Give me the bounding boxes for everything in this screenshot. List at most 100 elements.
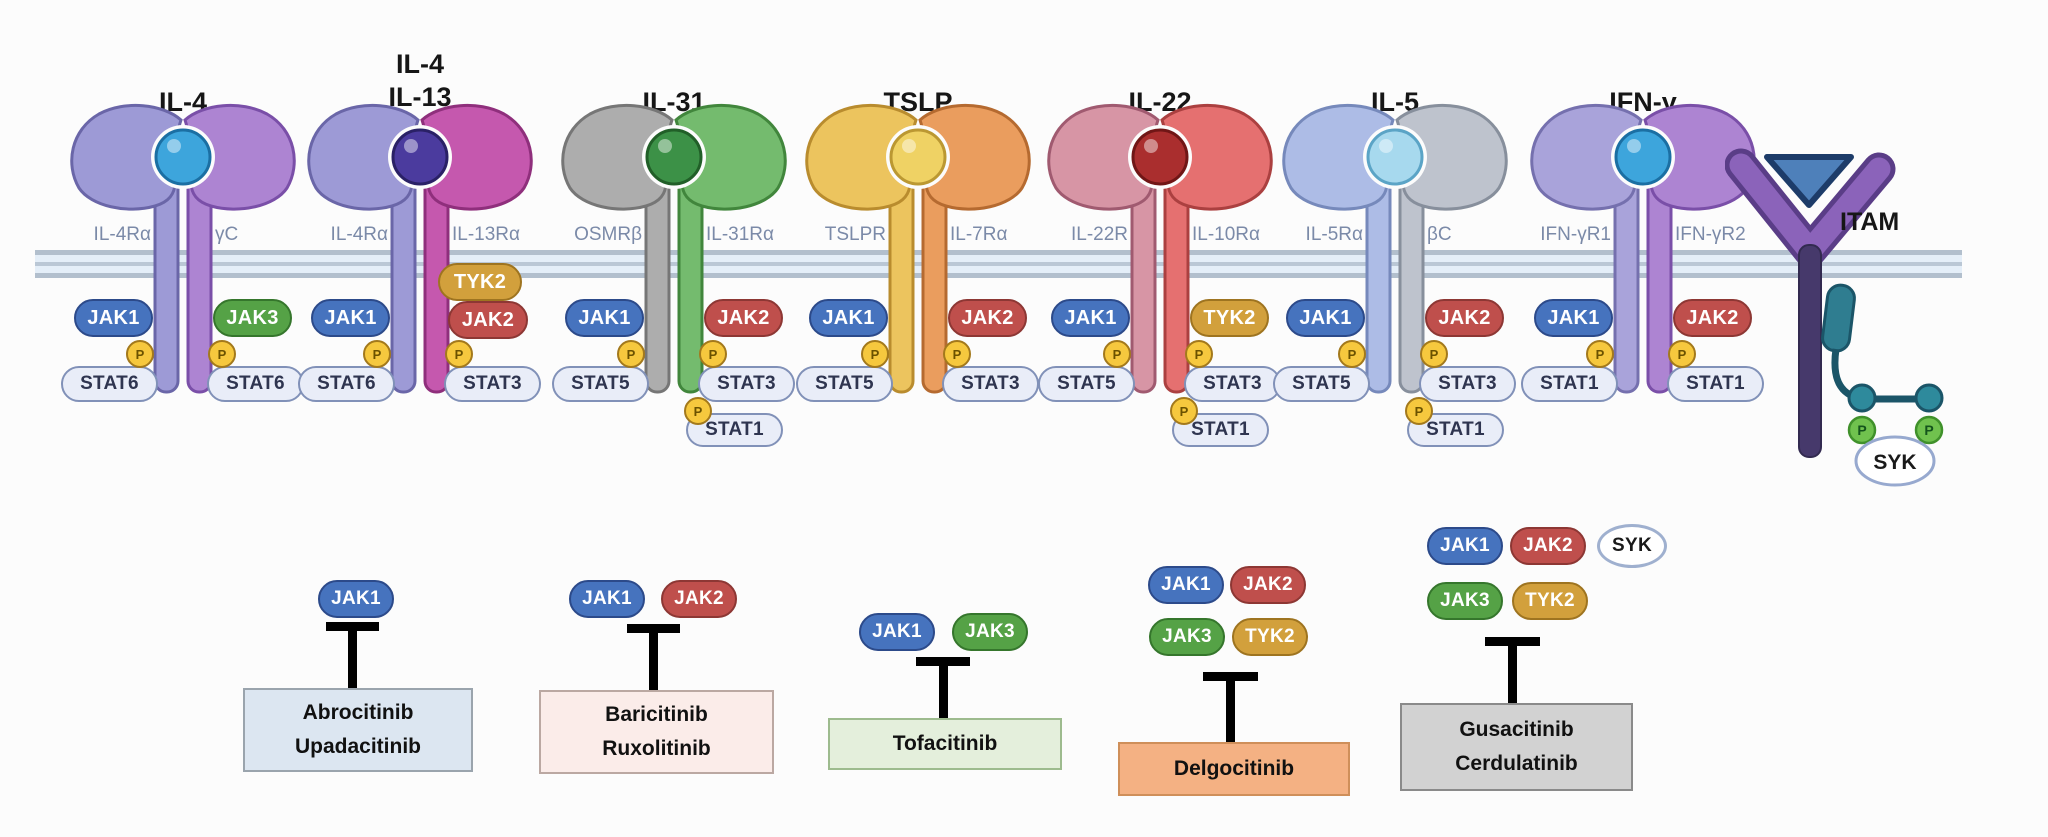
jak-pill-jak2: JAK2 — [1510, 527, 1586, 565]
stat-pill: STAT3 — [444, 366, 541, 402]
inhibition-stem — [649, 624, 658, 690]
drug-name-line: Ruxolitinib — [602, 737, 711, 760]
receptor-graphic-ifn- — [1530, 103, 1756, 394]
jak-pill-jak1: JAK1 — [1534, 299, 1613, 337]
subunit-label-left: IL-4Rα — [93, 224, 151, 245]
phospho-circle: P — [684, 397, 712, 425]
jak-pill-tyk2: TYK2 — [438, 263, 522, 301]
subunit-label-left: IFN-γR1 — [1540, 224, 1611, 245]
ligand-highlight — [404, 139, 418, 153]
jak-pill-tyk2: TYK2 — [1232, 618, 1308, 656]
itam-ligand-triangle — [1764, 154, 1854, 208]
receptor-title-line: IL-13 — [388, 82, 452, 112]
receptor-graphic-tslp — [805, 103, 1031, 394]
stat-pill: STAT1 — [1667, 366, 1764, 402]
jak-pill-jak2: JAK2 — [661, 580, 737, 618]
jak-pill-jak1: JAK1 — [859, 613, 935, 651]
stat-pill: STAT5 — [1038, 366, 1135, 402]
jak-pill-jak1: JAK1 — [809, 299, 888, 337]
jak-pill-jak1: JAK1 — [1051, 299, 1130, 337]
inhibition-stem — [348, 622, 357, 688]
jak-pill-jak1: JAK1 — [1286, 299, 1365, 337]
phospho-circle: P — [943, 340, 971, 368]
stat-pill: STAT3 — [942, 366, 1039, 402]
green-phospho-label: P — [1857, 422, 1866, 438]
ligand-ball — [391, 128, 449, 186]
subunit-label-right: βC — [1427, 224, 1452, 245]
subunit-label-right: IL-7Rα — [950, 224, 1008, 245]
subunit-label-right: γC — [215, 224, 239, 245]
receptor-title-line: IL-4 — [395, 49, 444, 79]
phospho-circle: P — [445, 340, 473, 368]
receptor-graphic-il-4 — [70, 103, 296, 394]
phospho-circle: P — [1668, 340, 1696, 368]
receptor-graphic-il-5 — [1282, 103, 1508, 394]
phospho-circle: P — [1405, 397, 1433, 425]
phospho-circle: P — [861, 340, 889, 368]
inhibition-stem — [1226, 672, 1235, 742]
ligand-highlight — [1379, 139, 1393, 153]
jak-pill-jak2: JAK2 — [1425, 299, 1504, 337]
jak-pill-jak2: JAK2 — [1230, 566, 1306, 604]
syk-pill: SYK — [1597, 524, 1667, 568]
ligand-highlight — [167, 139, 181, 153]
inhibition-stem — [939, 657, 948, 718]
ligand-highlight — [658, 139, 672, 153]
drug-name-line: Baricitinib — [605, 703, 708, 726]
drug-name-line: Upadacitinib — [294, 735, 421, 758]
phospho-circle: P — [1185, 340, 1213, 368]
stat-pill: STAT1 — [686, 413, 783, 447]
subunit-label-left: OSMRβ — [574, 224, 642, 245]
ligand-highlight — [1627, 139, 1641, 153]
jak-pill-jak1: JAK1 — [311, 299, 390, 337]
inhibition-stem — [1508, 637, 1517, 703]
syk-oval — [1854, 435, 1936, 487]
ligand-ball — [1366, 128, 1424, 186]
subunit-label-left: IL-5Rα — [1305, 224, 1363, 245]
subunit-label-left: TSLPR — [824, 224, 886, 245]
phospho-circle: P — [1170, 397, 1198, 425]
phospho-circle: P — [126, 340, 154, 368]
stat-pill: STAT5 — [796, 366, 893, 402]
stat-pill: STAT3 — [1184, 366, 1281, 402]
subunit-label-right: IL-10Rα — [1192, 224, 1261, 245]
stat-pill: STAT3 — [1419, 366, 1516, 402]
stat-pill: STAT5 — [552, 366, 649, 402]
subunit-label-right: IL-31Rα — [706, 224, 775, 245]
syk-adapter-domain — [1821, 283, 1856, 353]
ligand-highlight — [902, 139, 916, 153]
syk-node-left — [1847, 383, 1877, 413]
jak-pill-tyk2: TYK2 — [1190, 299, 1269, 337]
syk-node-right — [1914, 383, 1944, 413]
phospho-circle: P — [617, 340, 645, 368]
ligand-ball — [1614, 128, 1672, 186]
syk-label: SYK — [1873, 451, 1916, 474]
stat-pill: STAT1 — [1521, 366, 1618, 402]
ligand-ball — [889, 128, 947, 186]
phospho-circle: P — [1103, 340, 1131, 368]
jak-pill-jak2: JAK2 — [1673, 299, 1752, 337]
subunit-label-left: IL-22R — [1070, 224, 1128, 245]
itam-title: ITAM — [1840, 208, 1900, 236]
jak-pill-jak2: JAK2 — [948, 299, 1027, 337]
stat-pill: STAT3 — [698, 366, 795, 402]
receptor-graphic-il-4-il-13 — [307, 103, 533, 394]
itam-stem — [1798, 244, 1822, 458]
phospho-circle: P — [1420, 340, 1448, 368]
drug-name-line: Tofacitinib — [892, 732, 998, 755]
drug-box-delgocitinib: Delgocitinib — [1118, 742, 1350, 796]
jak-pill-jak1: JAK1 — [318, 580, 394, 618]
subunit-label-right: IL-13Rα — [452, 224, 521, 245]
stat-pill: STAT6 — [61, 366, 158, 402]
phospho-circle: P — [699, 340, 727, 368]
jak-pill-jak3: JAK3 — [952, 613, 1028, 651]
ligand-ball — [645, 128, 703, 186]
drug-box-tofacitinib: Tofacitinib — [828, 718, 1062, 770]
phospho-circle: P — [208, 340, 236, 368]
jak-pill-jak1: JAK1 — [74, 299, 153, 337]
drug-name-line: Delgocitinib — [1173, 757, 1295, 780]
stat-pill: STAT6 — [207, 366, 304, 402]
jak-pill-jak3: JAK3 — [213, 299, 292, 337]
